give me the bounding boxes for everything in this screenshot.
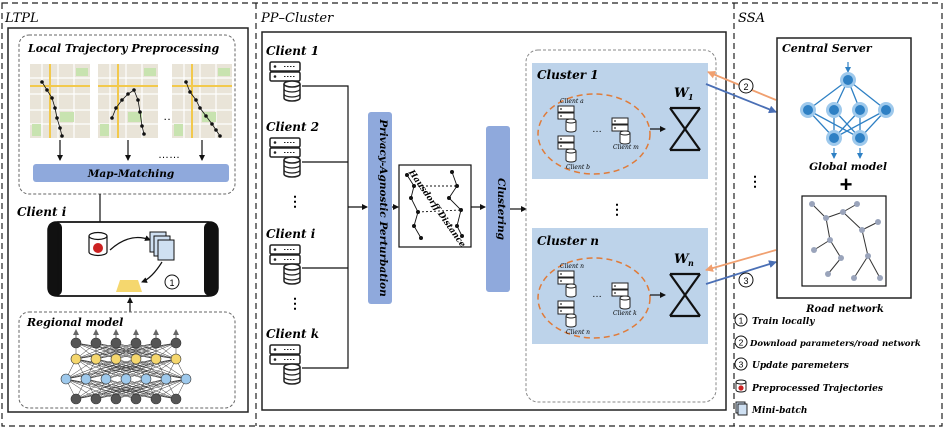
- perturbation-bar: [368, 112, 392, 304]
- local-preproc-title: Local Trajectory Preprocessing: [27, 42, 219, 55]
- cluster-n-client-k: Client k: [613, 310, 637, 317]
- regional-model-title: Regional model: [26, 316, 123, 329]
- cluster-n-weight: W: [674, 252, 690, 267]
- clustering-label: Clustering: [495, 178, 507, 240]
- cluster-n-upload-arrow: [705, 260, 777, 285]
- step-2-marker: [738, 78, 754, 94]
- cluster-n-box: Cluster n Client n Client n … Client k W…: [532, 228, 708, 344]
- legend-cylinder-icon: [735, 379, 747, 393]
- client-i-database-icon: [269, 244, 301, 285]
- legend-marker-1: [734, 313, 748, 327]
- client-i-label: Client i: [17, 205, 67, 219]
- map-thumbnail-1: [29, 63, 91, 139]
- local-preproc-box: [18, 34, 236, 195]
- cluster-1-title: Cluster 1: [537, 68, 599, 82]
- ssa-vdots: ⋮: [748, 173, 762, 189]
- ltpl-frame: [7, 27, 249, 413]
- cluster-1-weight-sub: 1: [688, 92, 694, 102]
- cluster-n-ellipsis: …: [592, 289, 602, 300]
- legend-marker-3: [734, 357, 748, 371]
- clusters-vdots: ⋮: [610, 201, 624, 217]
- client-k-label: Client k: [266, 327, 319, 341]
- perturbation-label: Privacy-Agnostic Perturbation: [377, 118, 389, 297]
- step-1-marker-text: 1: [169, 278, 174, 288]
- regional-model-box: [18, 311, 236, 409]
- map-matching-bar: [33, 164, 229, 182]
- ssa-frame: [776, 37, 912, 299]
- trapezoid-model-icon: [116, 280, 142, 292]
- cluster-n-download-arrow: [705, 249, 777, 272]
- client-k-database-icon: [269, 344, 301, 385]
- legend-label-mini-batch: Mini-batch: [751, 406, 807, 416]
- legend-marker-3-text: 3: [739, 360, 744, 370]
- hausdorff-distance-panel: Hausdorff Distance: [398, 164, 472, 250]
- map-thumbnail-3: [171, 63, 233, 139]
- legend-stack-icon: [735, 401, 748, 416]
- regional-model-network: [60, 329, 192, 405]
- pp-cluster-frame: [261, 31, 727, 411]
- section-title-ltpl: LTPL: [4, 11, 39, 26]
- client-connectors: [302, 85, 349, 369]
- client-1-database-icon: [269, 61, 301, 102]
- cluster-1-client-b: Client b: [566, 164, 590, 171]
- client-2-database-icon: [269, 137, 301, 178]
- map-thumbnail-2: [97, 63, 159, 139]
- legend-label-download: Download parameters/road network: [749, 339, 921, 349]
- section-title-ssa: SSA: [738, 11, 765, 26]
- cluster-1-upload-arrow: [705, 83, 777, 114]
- cluster-n-client-top: Client n: [560, 263, 584, 270]
- legend-marker-2: [734, 335, 748, 349]
- step-3-marker: [738, 272, 754, 288]
- map-matching-label: Map-Matching: [87, 168, 174, 180]
- legend-label-trajectories: Preprocessed Trajectories: [751, 384, 883, 394]
- clients-vdots-2: ⋮: [288, 295, 302, 311]
- global-model-network: [800, 62, 894, 159]
- clients-vdots-1: ⋮: [288, 193, 302, 209]
- preprocessed-trajectories-icon: [88, 231, 108, 257]
- client-2-label: Client 2: [266, 120, 319, 134]
- legend-label-update: Update paremeters: [752, 361, 849, 371]
- legend-marker-2-text: 2: [739, 338, 744, 348]
- arrows-dots: ……: [158, 149, 180, 161]
- client-i-pp-label: Client i: [266, 227, 316, 241]
- step-2-marker-text: 2: [743, 82, 748, 92]
- step-3-marker-text: 3: [743, 276, 748, 286]
- road-network-label: Road network: [805, 304, 884, 315]
- cluster-1-client-a: Client a: [560, 98, 584, 105]
- step-1-marker: [164, 274, 180, 290]
- legend: 1 Train locally 2 Download parameters/ro…: [734, 313, 921, 416]
- clusters-container: [525, 49, 717, 403]
- cluster-1-box: Cluster 1 Client a Client b … Client m W…: [532, 63, 708, 179]
- mini-batch-icon: [149, 231, 175, 261]
- plus-sign: +: [840, 172, 853, 197]
- section-title-pp-cluster: PP–Cluster: [260, 11, 334, 26]
- legend-label-train-locally: Train locally: [752, 317, 815, 327]
- cluster-1-weight: W: [674, 86, 690, 101]
- cluster-1-ellipsis: …: [592, 124, 602, 135]
- legend-marker-1-text: 1: [739, 316, 744, 326]
- client-1-label: Client 1: [266, 44, 319, 58]
- cluster-n-weight-sub: n: [688, 258, 694, 268]
- global-model-label: Global model: [809, 161, 887, 173]
- cluster-1-client-m: Client m: [613, 144, 639, 151]
- cluster-n-client-bottom: Client n: [566, 329, 590, 336]
- central-server-title: Central Server: [782, 42, 873, 55]
- cluster-n-title: Cluster n: [537, 234, 599, 248]
- road-network-graph: [801, 195, 887, 287]
- clustering-bar: [486, 126, 510, 292]
